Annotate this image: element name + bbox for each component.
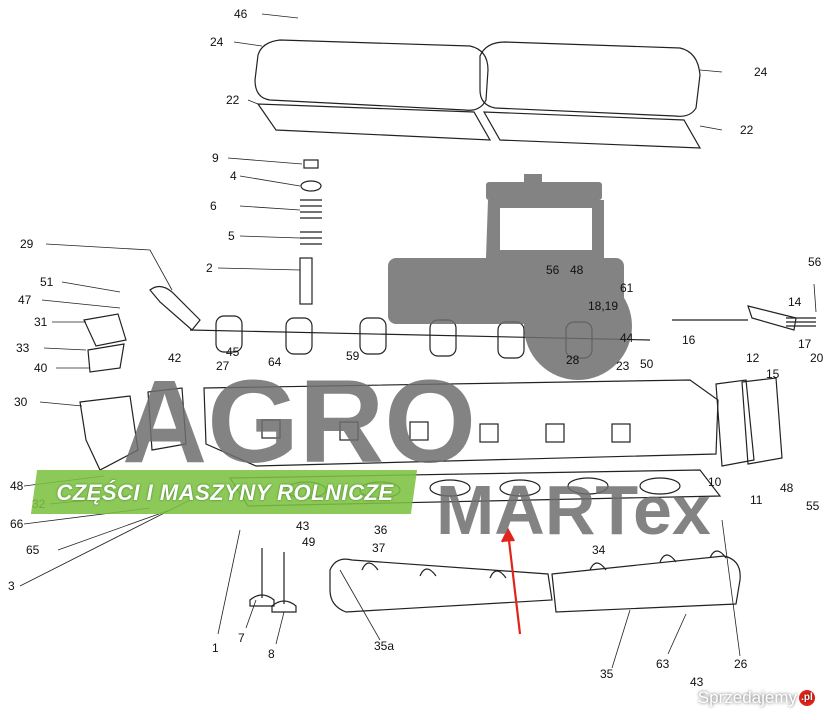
exhaust-manifold-rear [551,555,741,613]
callout-label: 48 [10,479,24,493]
callout-label: 51 [40,275,54,289]
callout-label: 20 [810,351,824,365]
callout-label: 55 [806,499,820,513]
callout-label: 49 [302,535,316,549]
source-badge-dot-icon: .pl [799,690,815,706]
callout-label: 47 [18,293,32,307]
end-gasket [741,377,783,465]
brand-bottom-text: MARTex [436,471,711,549]
callout-label: 50 [640,357,654,371]
callout-label: 16 [682,333,696,347]
valve-intake [271,552,297,613]
callout-label: 6 [210,199,217,213]
end-cover-plate [715,379,755,467]
callout-label: 43 [296,519,310,533]
callout-label: 56 [808,255,822,269]
callout-label: 56 [546,263,560,277]
valve-spring-assembly [299,159,322,305]
banner-text: CZĘŚCI I MASZYNY ROLNICZE [56,480,394,505]
callout-label: 31 [34,315,48,329]
rocker-arm [747,305,797,331]
water-outlet-pipe [149,285,201,331]
tractor-watermark [388,174,632,380]
outlet-elbow [79,395,139,471]
callout-label: 37 [372,541,386,555]
callout-label: 36 [374,523,388,537]
callout-label: 9 [212,151,219,165]
callout-label: 14 [788,295,802,309]
callout-label: 24 [754,65,768,79]
callout-label: 24 [210,35,224,49]
callout-label: 5 [228,229,235,243]
cylinder-head [203,379,719,467]
callout-label: 15 [766,367,780,381]
callout-label: 48 [570,263,584,277]
callout-label: 3 [8,579,15,593]
callout-label: 44 [620,331,634,345]
callout-label: 63 [656,657,670,671]
callout-label: 40 [34,361,48,375]
valve-cover-right [479,41,701,117]
valve-exhaust [249,548,275,607]
spring-pack [786,317,816,327]
thermostat-housing [83,313,127,373]
callout-label: 2 [206,261,213,275]
callout-labels: 4624242222946522951473133403048326665317… [8,7,824,689]
callout-label: 8 [268,647,275,661]
source-badge[interactable]: Sprzedajemy .pl [698,688,815,708]
callout-label: 61 [620,281,634,295]
callout-label: 30 [14,395,28,409]
callout-label: 17 [798,337,812,351]
callout-label: 59 [346,349,360,363]
head-ports [261,419,631,443]
callout-label: 29 [20,237,34,251]
callout-label: 4 [230,169,237,183]
callout-label: 28 [566,353,580,367]
highlight-arrow [501,527,522,635]
callout-label: 22 [740,123,754,137]
callout-label: 64 [268,355,282,369]
valve-cover-left [254,39,489,111]
callout-label: 10 [708,475,722,489]
callout-label: 22 [226,93,240,107]
leader-lines [19,13,817,669]
callout-label: 27 [216,359,230,373]
brand-top-text: AGRO [122,356,476,488]
callout-label: 42 [168,351,182,365]
cover-gasket-right [482,111,702,149]
callout-label: 23 [616,359,630,373]
callout-label: 26 [734,657,748,671]
callout-label: 65 [26,543,40,557]
cover-gasket-left [256,103,492,141]
callout-label: 1 [212,641,219,655]
callout-label: 43 [690,675,704,689]
callout-label: 48 [780,481,794,495]
callout-label: 35a [374,639,394,653]
callout-label: 35 [600,667,614,681]
callout-label: 46 [234,7,248,21]
source-badge-label: Sprzedajemy [697,688,797,707]
callout-label: 11 [750,493,763,507]
brand-watermark: AGRO MARTex [122,356,711,549]
callout-label: 12 [746,351,760,365]
callout-label: 66 [10,517,24,531]
callout-label: 7 [238,631,245,645]
exhaust-manifold [329,558,553,613]
callout-label: 33 [16,341,30,355]
callout-label: 34 [592,543,606,557]
side-gasket [147,387,187,451]
manifold-flanges [361,550,727,579]
callout-label: 45 [226,345,240,359]
callout-label: 18,19 [588,299,618,313]
